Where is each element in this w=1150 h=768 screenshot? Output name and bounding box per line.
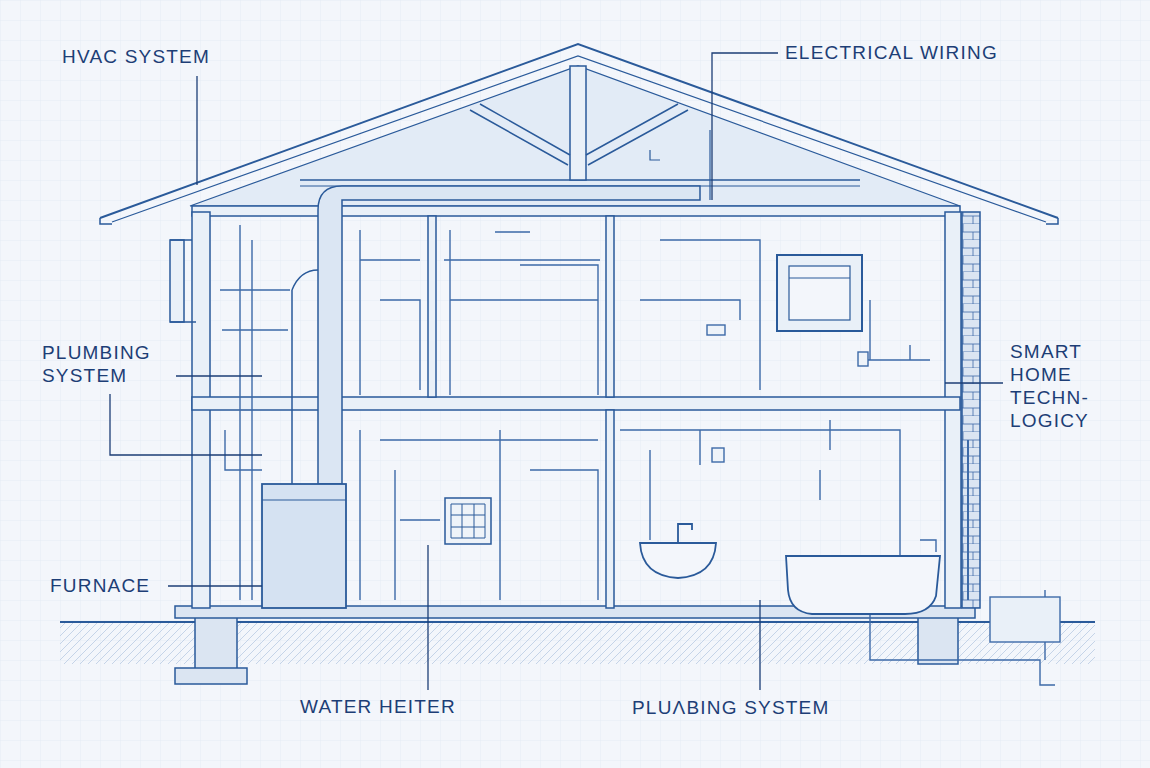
window bbox=[777, 255, 862, 331]
bathtub bbox=[786, 556, 940, 614]
bathtub bbox=[786, 556, 940, 614]
roof bbox=[570, 66, 586, 180]
roof bbox=[190, 66, 960, 206]
foundation bbox=[195, 612, 237, 670]
electrical-panel bbox=[445, 498, 491, 544]
leader-lines bbox=[427, 545, 428, 690]
walls bbox=[192, 397, 960, 410]
roof bbox=[470, 104, 688, 165]
sink bbox=[678, 524, 692, 543]
leader-lines bbox=[168, 585, 262, 586]
hvac-duct bbox=[292, 270, 318, 484]
furnace bbox=[262, 484, 346, 608]
callout-label: HVAC SYSTEM bbox=[62, 45, 210, 68]
foundation bbox=[175, 606, 975, 684]
walls bbox=[962, 212, 980, 608]
walls bbox=[170, 240, 196, 322]
window bbox=[789, 278, 850, 279]
callout-label: PLUMBING SYSTEM bbox=[42, 341, 182, 387]
pipes bbox=[220, 225, 1060, 685]
electrical-panel bbox=[445, 498, 491, 544]
walls bbox=[428, 216, 436, 397]
pipes bbox=[640, 240, 930, 390]
pipes bbox=[220, 225, 290, 600]
furnace bbox=[262, 500, 346, 501]
leader-lines bbox=[945, 382, 1003, 383]
leader-lines bbox=[759, 600, 760, 690]
callout-label: SMART HOME TECHN- LOGICY bbox=[1010, 340, 1122, 432]
sink bbox=[640, 543, 716, 578]
pipes bbox=[707, 325, 725, 335]
leader-lines bbox=[712, 53, 778, 200]
pipes bbox=[360, 230, 600, 395]
pipes bbox=[450, 230, 598, 395]
leader-lines bbox=[196, 76, 197, 185]
window bbox=[789, 266, 850, 320]
pipes bbox=[712, 448, 724, 462]
pipes bbox=[225, 430, 936, 552]
roof bbox=[100, 218, 1058, 224]
sink bbox=[640, 524, 716, 578]
walls bbox=[170, 206, 980, 608]
pipes bbox=[360, 430, 598, 600]
pipes bbox=[858, 352, 868, 366]
leader-lines bbox=[176, 375, 262, 376]
callout-label: ELECTRICAL WIRING bbox=[785, 41, 998, 64]
callout-label: WATER HEITER bbox=[300, 695, 456, 718]
foundation bbox=[175, 668, 247, 684]
leader-lines bbox=[110, 394, 262, 455]
walls bbox=[170, 240, 184, 322]
callout-label: PLUΛBING SYSTEM bbox=[632, 696, 830, 719]
furnace bbox=[262, 484, 346, 608]
window bbox=[777, 255, 862, 331]
walls bbox=[606, 216, 614, 397]
pipes bbox=[990, 597, 1060, 642]
pipes bbox=[967, 440, 969, 600]
leader-lines bbox=[110, 53, 1003, 690]
callout-label: FURNACE bbox=[50, 574, 150, 597]
walls bbox=[606, 410, 614, 608]
electrical-panel bbox=[451, 504, 485, 538]
foundation bbox=[918, 612, 958, 664]
pipes bbox=[620, 420, 900, 560]
walls bbox=[192, 206, 960, 216]
